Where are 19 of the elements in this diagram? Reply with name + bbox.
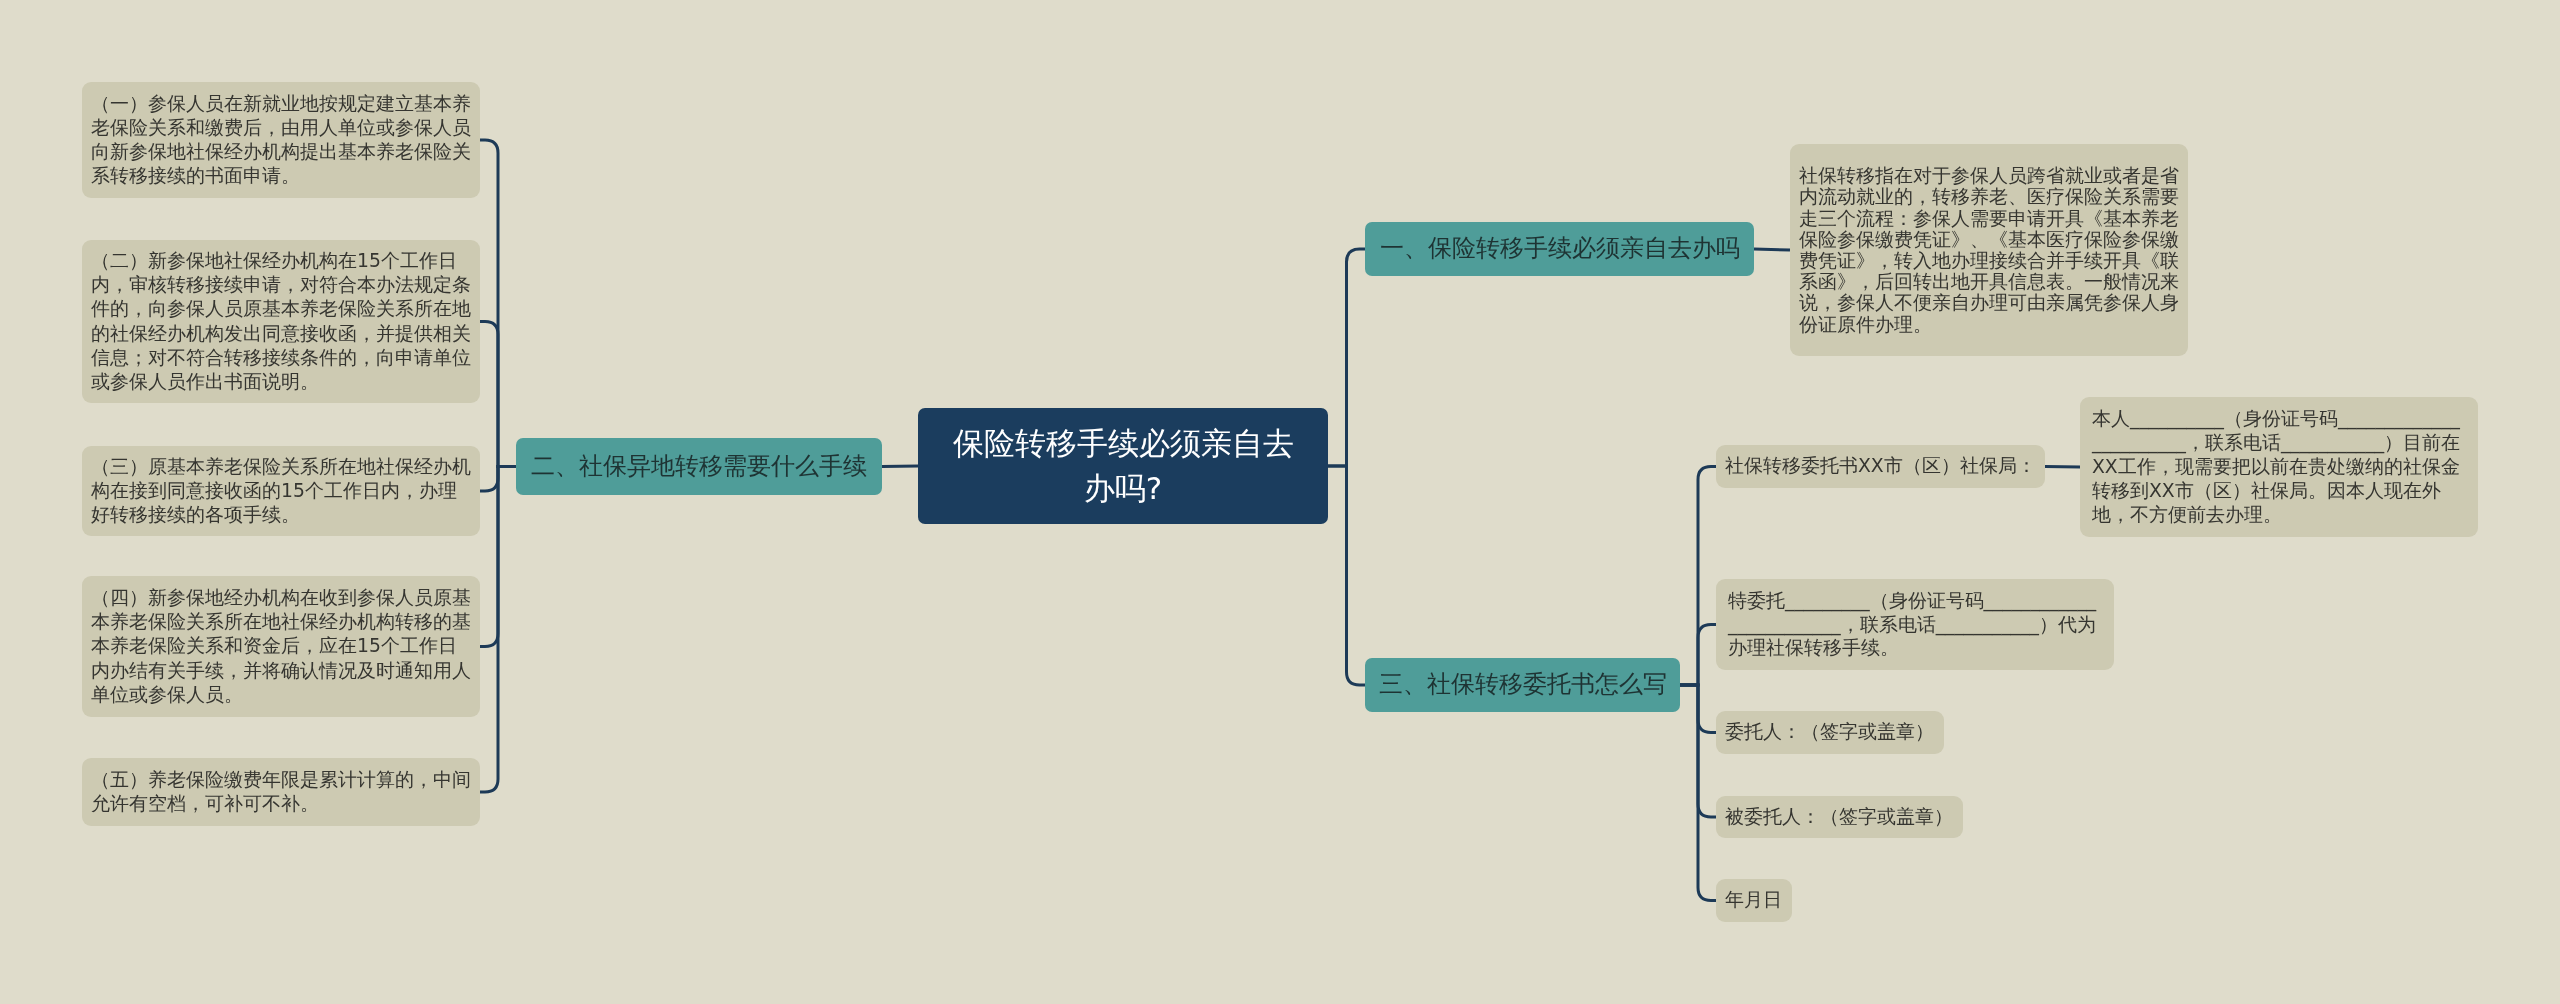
note-box: （一）参保人员在新就业地按规定建立基本养老保险关系和缴费后，由用人单位或参保人员向新参保地社保经办机构提出基本养老保险关系转移接续的书面申请。 — [82, 82, 480, 198]
note-box: 本人__________（身份证号码_______________________，联系电话___________）目前在XX工作，现需要把以前在贵处缴纳的社保金转移到XX市（区）社保局。因本人现在外地，不方便前去办理。 — [2080, 397, 2478, 537]
note-box: （五）养老保险缴费年限是累计计算的，中间允许有空档，可补可不补。 — [82, 758, 480, 826]
topic-box: 保险转移手续必须亲自去办吗? — [918, 408, 1328, 524]
note-box: 被委托人：（签字或盖章） — [1716, 796, 1963, 838]
subtopic-box: 三、社保转移委托书怎么写 — [1365, 658, 1680, 712]
note-box: （二）新参保地社保经办机构在15个工作日内，审核转移接续申请，对符合本办法规定条件的，向参保人员原基本养老保险关系所在地的社保经办机构发出同意接收函，并提供相关信息；对不符合转移接续条件的，向申请单位或参保人员作出书面说明。 — [82, 240, 480, 403]
connector-line — [1753, 247, 1791, 252]
connector-line — [2044, 465, 2081, 469]
connector-line — [881, 464, 919, 468]
note-box: 委托人：（签字或盖章） — [1716, 711, 1944, 754]
note-box: 社保转移指在对于参保人员跨省就业或者是省内流动就业的，转移养老、医疗保险关系需要走三个流程：参保人需要申请开具《基本养老保险参保缴费凭证》、《基本医疗保险参保缴费凭证》，转入地办理接续合并手续开具《联系函》，后回转出地开具信息表。一般情况来说，参保人不便亲自办理可由亲属凭参保人身份证原件办理。 — [1790, 144, 2188, 356]
note-box: （四）新参保地经办机构在收到参保人员原基本养老保险关系所在地社保经办机构转移的基本养老保险关系和资金后，应在15个工作日内办结有关手续，并将确认情况及时通知用人单位或参保人员。 — [82, 576, 480, 717]
note-box: 特委托_________（身份证号码________________________，联系电话___________）代为办理社保转移手续。 — [1716, 579, 2114, 670]
subtopic-box: 一、保险转移手续必须亲自去办吗 — [1365, 222, 1754, 276]
subtopic-box: 二、社保异地转移需要什么手续 — [516, 438, 882, 495]
note-box: （三）原基本养老保险关系所在地社保经办机构在接到同意接收函的15个工作日内，办理好转移接续的各项手续。 — [82, 446, 480, 536]
note-box: 年月日 — [1716, 879, 1792, 922]
note-box: 社保转移委托书XX市（区）社保局： — [1716, 445, 2045, 488]
